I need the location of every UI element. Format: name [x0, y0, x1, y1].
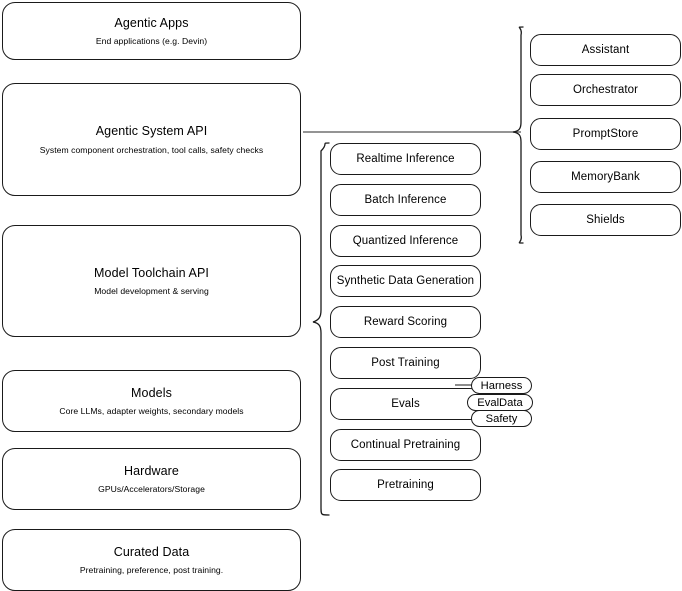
layer-title: Agentic System API [95, 124, 208, 139]
agentic-component-box-shields[interactable]: Shields [530, 204, 681, 236]
layer-subtitle: Core LLMs, adapter weights, secondary mo… [59, 406, 244, 417]
agentic-component-label: MemoryBank [571, 170, 640, 183]
agentic-component-label: PromptStore [572, 127, 639, 140]
evals-pill-label: EvalData [477, 396, 523, 409]
layer-title: Hardware [124, 463, 179, 478]
toolchain-box-realtime-inference[interactable]: Realtime Inference [330, 143, 481, 175]
agentic-component-label: Orchestrator [572, 83, 639, 96]
brace-agentic-system-components [512, 26, 524, 244]
toolchain-box-pretraining[interactable]: Pretraining [330, 469, 481, 501]
toolchain-box-batch-inference[interactable]: Batch Inference [330, 184, 481, 216]
layer-title: Models [131, 385, 172, 400]
layer-title: Model Toolchain API [94, 265, 209, 280]
layer-box-models[interactable]: Models Core LLMs, adapter weights, secon… [2, 370, 301, 432]
toolchain-label: Evals [391, 397, 420, 410]
agentic-component-box-memorybank[interactable]: MemoryBank [530, 161, 681, 193]
layer-subtitle: Pretraining, preference, post training. [79, 565, 224, 576]
evals-pill-evaldata[interactable]: EvalData [467, 394, 533, 411]
layer-box-agentic-system-api[interactable]: Agentic System API System component orch… [2, 83, 301, 196]
toolchain-box-continual-pretraining[interactable]: Continual Pretraining [330, 429, 481, 461]
layer-subtitle: Model development & serving [94, 286, 209, 297]
layer-subtitle: GPUs/Accelerators/Storage [98, 484, 205, 495]
layer-title: Curated Data [113, 544, 190, 559]
layer-box-curated-data[interactable]: Curated Data Pretraining, preference, po… [2, 529, 301, 591]
evals-pill-label: Safety [485, 412, 518, 425]
agentic-component-label: Assistant [581, 43, 630, 56]
evals-pill-label: Harness [480, 379, 523, 392]
evals-pill-safety[interactable]: Safety [471, 410, 532, 427]
toolchain-box-reward-scoring[interactable]: Reward Scoring [330, 306, 481, 338]
toolchain-label: Pretraining [377, 478, 434, 491]
layer-subtitle: End applications (e.g. Devin) [95, 36, 208, 47]
evals-pill-harness[interactable]: Harness [471, 377, 532, 394]
toolchain-box-post-training[interactable]: Post Training [330, 347, 481, 379]
toolchain-label: Post Training [371, 356, 440, 369]
brace-toolchain-components [312, 142, 330, 516]
toolchain-label: Batch Inference [364, 193, 447, 206]
toolchain-label: Quantized Inference [352, 234, 459, 247]
agentic-component-label: Shields [586, 213, 625, 226]
layer-title: Agentic Apps [114, 15, 189, 30]
agentic-component-box-promptstore[interactable]: PromptStore [530, 118, 681, 150]
toolchain-box-evals[interactable]: Evals [330, 388, 481, 420]
layer-box-hardware[interactable]: Hardware GPUs/Accelerators/Storage [2, 448, 301, 510]
layer-subtitle: System component orchestration, tool cal… [39, 144, 264, 155]
layer-box-agentic-apps[interactable]: Agentic Apps End applications (e.g. Devi… [2, 2, 301, 60]
layer-box-model-toolchain-api[interactable]: Model Toolchain API Model development & … [2, 225, 301, 337]
agentic-component-box-assistant[interactable]: Assistant [530, 34, 681, 66]
toolchain-box-synthetic-data-generation[interactable]: Synthetic Data Generation [330, 265, 481, 297]
toolchain-label: Reward Scoring [363, 315, 448, 328]
agentic-component-box-orchestrator[interactable]: Orchestrator [530, 74, 681, 106]
toolchain-box-quantized-inference[interactable]: Quantized Inference [330, 225, 481, 257]
toolchain-label: Synthetic Data Generation [336, 274, 475, 287]
toolchain-label: Continual Pretraining [350, 438, 461, 451]
toolchain-label: Realtime Inference [356, 152, 455, 165]
